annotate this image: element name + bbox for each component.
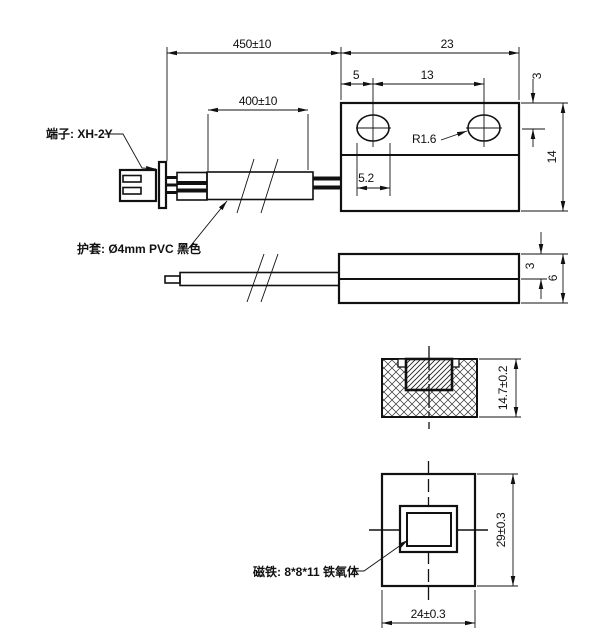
dim-23: 23 [341, 37, 520, 100]
cable-side [179, 271, 340, 287]
sensor-body [339, 101, 521, 213]
dim-6: 6 [521, 254, 568, 304]
pin [166, 183, 177, 187]
radius-text: R1.6 [412, 132, 437, 146]
dim-value: 29±0.3 [494, 512, 508, 547]
leader-line [440, 130, 468, 141]
wire [313, 185, 341, 190]
label-terminal: 端子: XH-2Y [46, 126, 157, 171]
dim-5: 5 [341, 68, 373, 87]
terminal-label: 端子: XH-2Y [46, 126, 113, 141]
pin [166, 191, 177, 194]
connector-housing [118, 168, 158, 203]
section-view [381, 346, 478, 429]
wire [313, 176, 341, 181]
callout-radius: R1.6 [412, 130, 468, 146]
label-magnet: 磁铁: 8*8*11 铁氧体 [252, 539, 409, 579]
connector-slot-top [122, 174, 142, 183]
label-sheath: 护套: Ø4mm PVC 黑色 [77, 200, 228, 256]
wire [177, 188, 207, 193]
leader-line [352, 539, 409, 572]
pin [166, 176, 177, 179]
break-line [246, 253, 265, 303]
side-view [164, 252, 521, 305]
bottom-view [369, 461, 488, 600]
dim-value: 14.7±0.2 [496, 365, 510, 410]
dim-5-2: 5.2 [356, 143, 391, 196]
dim-value: 5.2 [358, 171, 374, 185]
dim-400: 400±10 [207, 94, 309, 171]
connector-slot-bottom [122, 186, 142, 195]
crimp-sleeve [176, 171, 208, 201]
leader-line [104, 133, 157, 171]
dim-29: 29±0.3 [477, 473, 518, 587]
cable-sheath [206, 171, 314, 201]
dim-value: 6 [546, 274, 560, 281]
break-line [236, 158, 255, 214]
dim-value: 14 [545, 150, 559, 163]
dim-14-7: 14.7±0.2 [479, 358, 521, 418]
wire [177, 181, 207, 185]
dim-value: 5 [353, 68, 360, 82]
dim-value: 23 [441, 37, 454, 51]
sheath-label: 护套: Ø4mm PVC 黑色 [77, 241, 201, 256]
dim-3-hole-offset: 3 [521, 72, 568, 147]
dim-3-side: 3 [521, 232, 568, 299]
dim-14: 14 [521, 103, 568, 212]
dim-value: 13 [421, 68, 434, 82]
dim-value: 24±0.3 [411, 607, 446, 621]
magnet-outline [406, 512, 452, 547]
connector-flange [157, 160, 168, 210]
dim-24: 24±0.3 [381, 590, 476, 628]
dim-value: 3 [530, 72, 544, 79]
leader-line [178, 200, 228, 250]
magnet-label: 磁铁: 8*8*11 铁氧体 [252, 564, 360, 579]
break-line [260, 253, 279, 303]
dim-value: 400±10 [239, 94, 278, 108]
top-view [118, 78, 521, 214]
dim-value: 3 [523, 262, 537, 269]
dim-value: 450±10 [233, 37, 272, 51]
break-line [260, 158, 279, 214]
wire-stub [164, 275, 181, 284]
dim-450: 450±10 [166, 37, 342, 161]
dim-13: 13 [373, 68, 484, 87]
